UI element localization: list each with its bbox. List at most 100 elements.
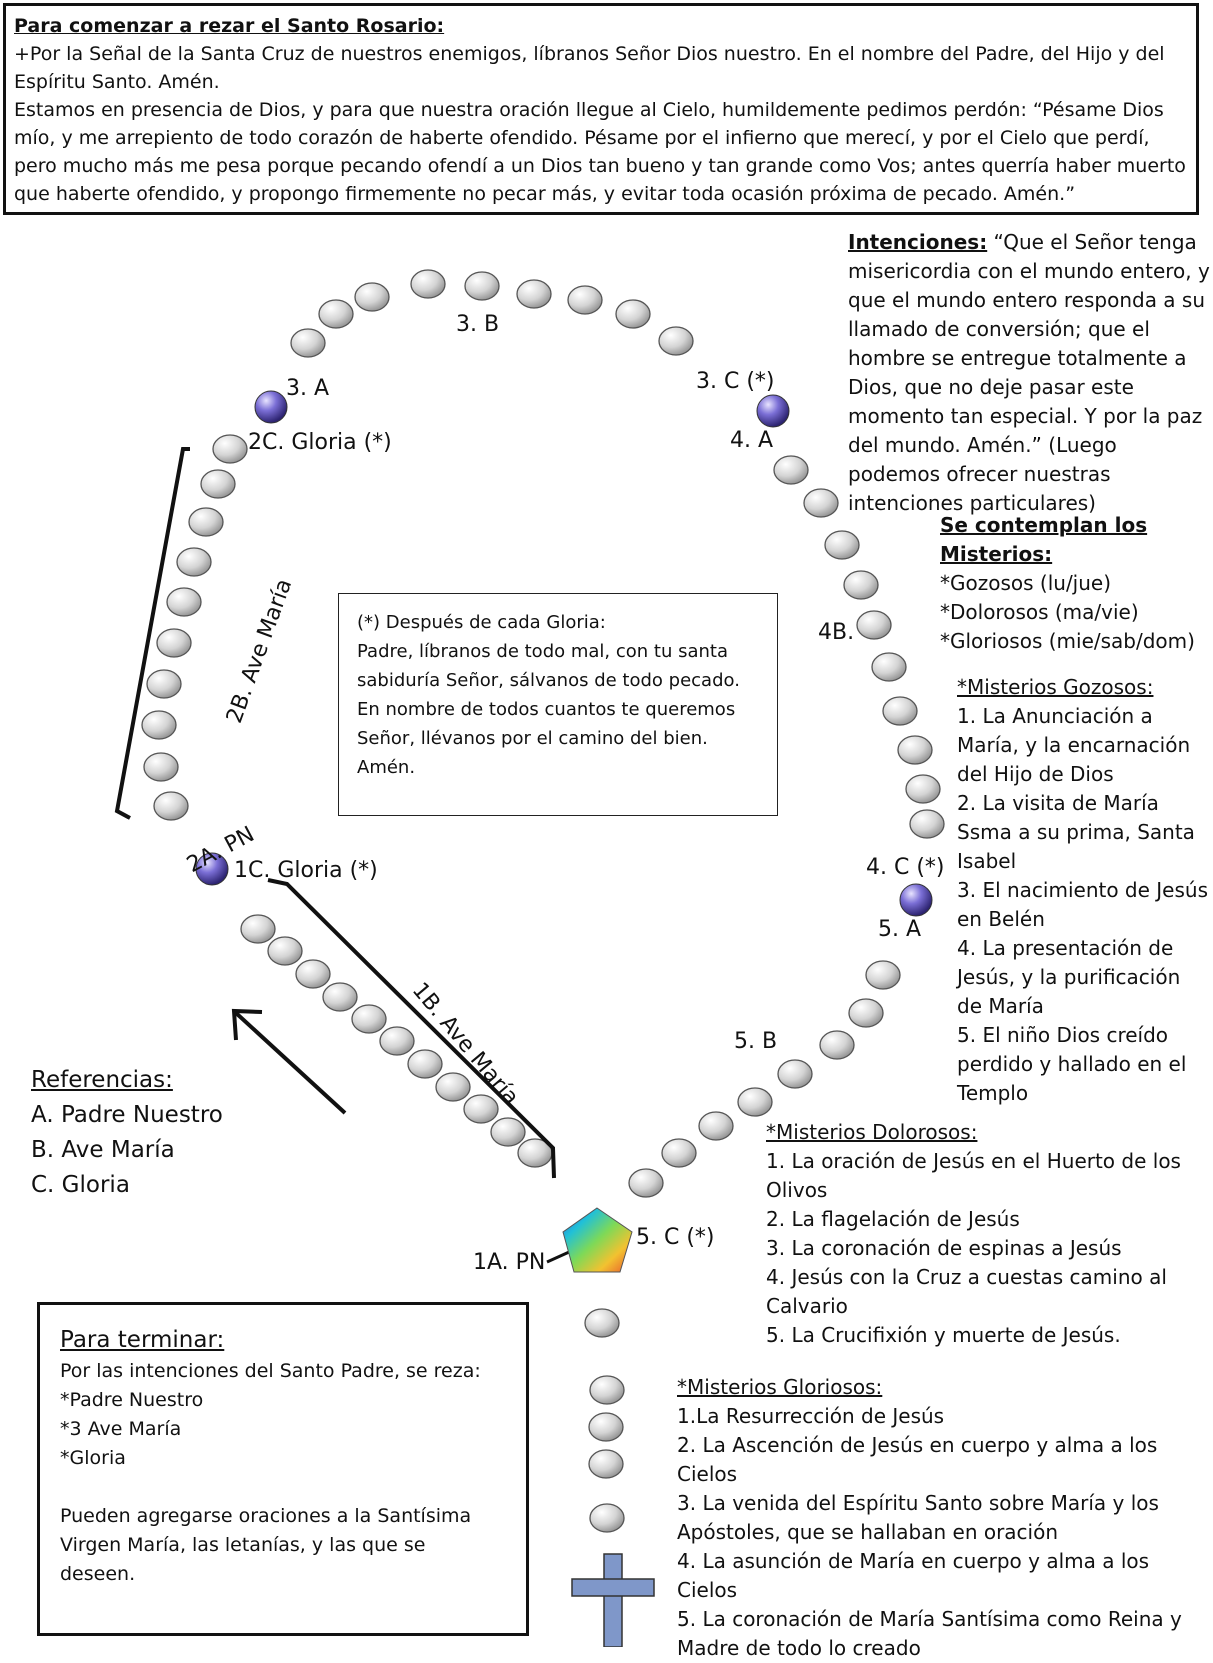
ave-maria-bead xyxy=(843,570,879,600)
label-5b: 5. B xyxy=(734,1029,778,1054)
padre-nuestro-bead xyxy=(756,394,790,428)
label-5a: 5. A xyxy=(878,917,922,942)
ave-maria-bead xyxy=(865,960,901,990)
contemplan-block: Se contemplan los Misterios: *Gozosos (l… xyxy=(940,511,1210,656)
label-3a: 3. A xyxy=(286,376,330,401)
ave-maria-bead xyxy=(354,282,390,312)
ave-maria-bead xyxy=(824,530,860,560)
ave-maria-bead xyxy=(240,914,276,944)
label-1c: 1C. Gloria (*) xyxy=(234,858,378,883)
ave-maria-bead xyxy=(516,279,552,309)
ave-maria-bead xyxy=(661,1138,697,1168)
ave-maria-bead xyxy=(856,610,892,640)
dolorosos-heading: *Misterios Dolorosos: xyxy=(766,1120,978,1144)
ave-maria-bead xyxy=(351,1004,387,1034)
note-text: Padre, líbranos de todo mal, con tu sant… xyxy=(357,641,740,778)
gloriosos-block: *Misterios Gloriosos: 1.La Resurrección … xyxy=(677,1373,1210,1663)
dolorosos-block: *Misterios Dolorosos: 1. La oración de J… xyxy=(766,1118,1186,1350)
padre-nuestro-bead xyxy=(899,883,933,917)
terminar-intro: Por las intenciones del Santo Padre, se … xyxy=(60,1360,481,1382)
intro-paragraph-1: +Por la Señal de la Santa Cruz de nuestr… xyxy=(14,43,1165,93)
gozosos-item: 4. La presentación de Jesús, y la purifi… xyxy=(957,936,1181,1018)
padre-nuestro-bead xyxy=(254,390,288,424)
medal-pentagon xyxy=(562,1207,633,1273)
ave-maria-bead xyxy=(773,455,809,485)
referencias-item: B. Ave María xyxy=(31,1137,175,1163)
ave-maria-bead xyxy=(615,299,651,329)
ave-maria-bead xyxy=(200,469,236,499)
ave-maria-bead xyxy=(698,1111,734,1141)
ave-maria-bead xyxy=(628,1168,664,1198)
terminar-box: Para terminar: Por las intenciones del S… xyxy=(37,1302,529,1636)
referencias-block: Referencias: A. Padre Nuestro B. Ave Mar… xyxy=(31,1063,223,1203)
ave-maria-bead xyxy=(905,774,941,804)
ave-maria-bead xyxy=(410,269,446,299)
referencias-item: A. Padre Nuestro xyxy=(31,1102,223,1128)
ave-maria-bead xyxy=(146,669,182,699)
terminar-title: Para terminar: xyxy=(60,1327,225,1353)
ave-maria-bead xyxy=(143,752,179,782)
gloriosos-heading: *Misterios Gloriosos: xyxy=(677,1375,883,1399)
gozosos-item: 1. La Anunciación a María, y la encarnac… xyxy=(957,704,1191,786)
ave-maria-bead xyxy=(435,1072,471,1102)
cross-icon xyxy=(571,1553,655,1647)
dolorosos-item: 3. La coronación de espinas a Jesús xyxy=(766,1236,1122,1260)
ave-maria-bead xyxy=(188,507,224,537)
ave-maria-bead xyxy=(141,710,177,740)
gozosos-block: *Misterios Gozosos: 1. La Anunciación a … xyxy=(957,673,1210,1108)
ave-maria-bead xyxy=(909,809,945,839)
ave-maria-bead xyxy=(589,1375,625,1405)
ave-maria-bead xyxy=(176,547,212,577)
label-4a: 4. A xyxy=(730,428,774,453)
intenciones-text: “Que el Señor tenga misericordia con el … xyxy=(848,230,1210,515)
gloriosos-item: 5. La coronación de María Santísima como… xyxy=(677,1607,1182,1660)
ave-maria-bead xyxy=(584,1308,620,1338)
gloriosos-item: 1.La Resurrección de Jesús xyxy=(677,1404,945,1428)
gozosos-item: 3. El nacimiento de Jesús en Belén xyxy=(957,878,1209,931)
ave-maria-bead xyxy=(379,1026,415,1056)
label-3c: 3. C (*) xyxy=(696,369,775,394)
intro-paragraph-2: Estamos en presencia de Dios, y para que… xyxy=(14,99,1186,205)
terminar-item: *Padre Nuestro xyxy=(60,1389,204,1411)
ave-maria-bead xyxy=(777,1059,813,1089)
note-title: (*) Después de cada Gloria: xyxy=(357,612,606,633)
terminar-item: *Gloria xyxy=(60,1447,126,1469)
gozosos-item: 5. El niño Dios creído perdido y hallado… xyxy=(957,1023,1187,1105)
ave-maria-bead xyxy=(589,1503,625,1533)
ave-maria-bead xyxy=(464,271,500,301)
gloriosos-item: 3. La venida del Espíritu Santo sobre Ma… xyxy=(677,1491,1159,1544)
padre-nuestro-bead xyxy=(195,852,229,886)
referencias-item: C. Gloria xyxy=(31,1172,130,1198)
ave-maria-bead xyxy=(295,959,331,989)
bracket-2b-line xyxy=(114,447,190,820)
gloria-note-box: (*) Después de cada Gloria: Padre, líbra… xyxy=(338,593,778,816)
label-1a: 1A. PN xyxy=(473,1250,546,1275)
referencias-heading: Referencias: xyxy=(31,1067,173,1093)
contemplan-item: *Gloriosos (mie/sab/dom) xyxy=(940,629,1195,653)
intro-box: Para comenzar a rezar el Santo Rosario: … xyxy=(3,3,1199,215)
label-5c: 5. C (*) xyxy=(636,1225,715,1250)
label-4b: 4B. xyxy=(818,620,855,645)
dolorosos-item: 1. La oración de Jesús en el Huerto de l… xyxy=(766,1149,1181,1202)
intenciones-heading: Intenciones: xyxy=(848,230,988,254)
intenciones-block: Intenciones: “Que el Señor tenga miseric… xyxy=(848,228,1210,518)
ave-maria-bead xyxy=(166,587,202,617)
ave-maria-bead xyxy=(848,998,884,1028)
ave-maria-bead xyxy=(156,628,192,658)
ave-maria-bead xyxy=(212,434,248,464)
terminar-item: *3 Ave María xyxy=(60,1418,182,1440)
terminar-closing: Pueden agregarse oraciones a la Santísim… xyxy=(60,1505,472,1585)
ave-maria-bead xyxy=(882,696,918,726)
ave-maria-bead xyxy=(463,1094,499,1124)
ave-maria-bead xyxy=(588,1412,624,1442)
ave-maria-bead xyxy=(290,328,326,358)
ave-maria-bead xyxy=(318,299,354,329)
gloriosos-item: 4. La asunción de María en cuerpo y alma… xyxy=(677,1549,1150,1602)
direction-arrow xyxy=(231,1008,347,1115)
gozosos-heading: *Misterios Gozosos: xyxy=(957,675,1154,699)
label-2c: 2C. Gloria (*) xyxy=(248,430,392,455)
ave-maria-bead xyxy=(267,936,303,966)
ave-maria-bead xyxy=(897,735,933,765)
ave-maria-bead xyxy=(490,1117,526,1147)
label-4c: 4. C (*) xyxy=(866,855,945,880)
